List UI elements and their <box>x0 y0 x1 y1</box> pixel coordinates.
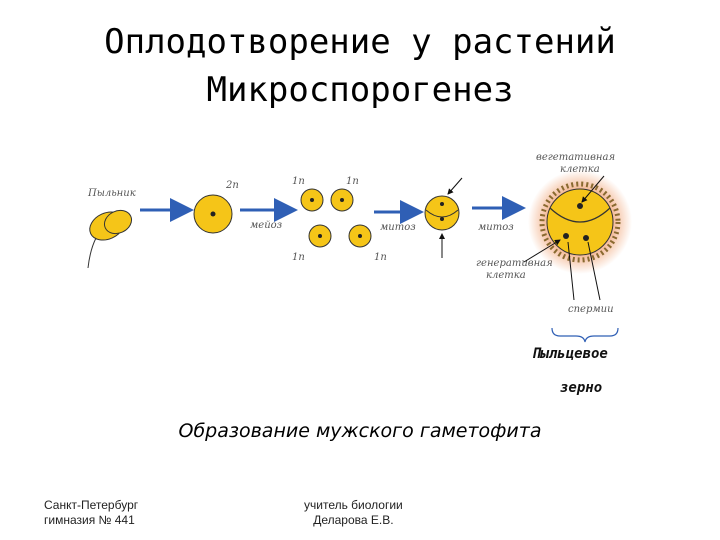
generative-cell-label-line1: генеративная <box>476 258 553 269</box>
footer-name: Деларова Е.В. <box>313 513 394 527</box>
footer-gymnasium: гимназия № 441 <box>44 513 135 527</box>
pollen-grain-label-line1: Пыльцевое <box>532 346 608 362</box>
diploid-cell <box>193 194 233 234</box>
sperm-label: спермии <box>568 304 614 315</box>
ploidy-1n-label-top-left: 1n <box>292 176 305 187</box>
footer-city: Санкт-Петербург <box>44 498 139 512</box>
vegetative-cell-label-line2: клетка <box>560 164 600 175</box>
ploidy-1n-label-bottom-left: 1n <box>292 252 305 263</box>
vegetative-cell-label-line1: вегетативная <box>536 152 615 163</box>
pollen-grain-brace <box>551 327 619 343</box>
pollen-grain <box>523 170 632 301</box>
footer-author: учитель биологии Деларова Е.В. <box>304 498 403 528</box>
ploidy-1n-label-top-right: 1n <box>346 176 359 187</box>
slide-title-line1: Оплодотворение у растений <box>104 22 616 62</box>
footer-position: учитель биологии <box>304 498 403 512</box>
ploidy-2n-label: 2n <box>225 180 239 191</box>
microspore-tetrad <box>300 188 372 248</box>
generative-cell-label-line2: клетка <box>486 270 526 281</box>
mitosis-label-2: митоз <box>478 222 514 233</box>
footer-school: Санкт-Петербург гимназия № 441 <box>44 498 138 528</box>
meiosis-label: мейоз <box>250 220 282 231</box>
anther-illustration <box>87 209 133 269</box>
mitosis-label-1: митоз <box>380 222 416 233</box>
dividing-microspore <box>424 177 463 258</box>
ploidy-1n-label-bottom-right: 1n <box>374 252 387 263</box>
slide-title-line2: Микроспорогенез <box>206 70 514 110</box>
anther-label: Пыльник <box>87 188 136 199</box>
diagram-caption: Образование мужского гаметофита <box>178 420 542 442</box>
pollen-grain-label-line2: зерно <box>560 380 603 396</box>
